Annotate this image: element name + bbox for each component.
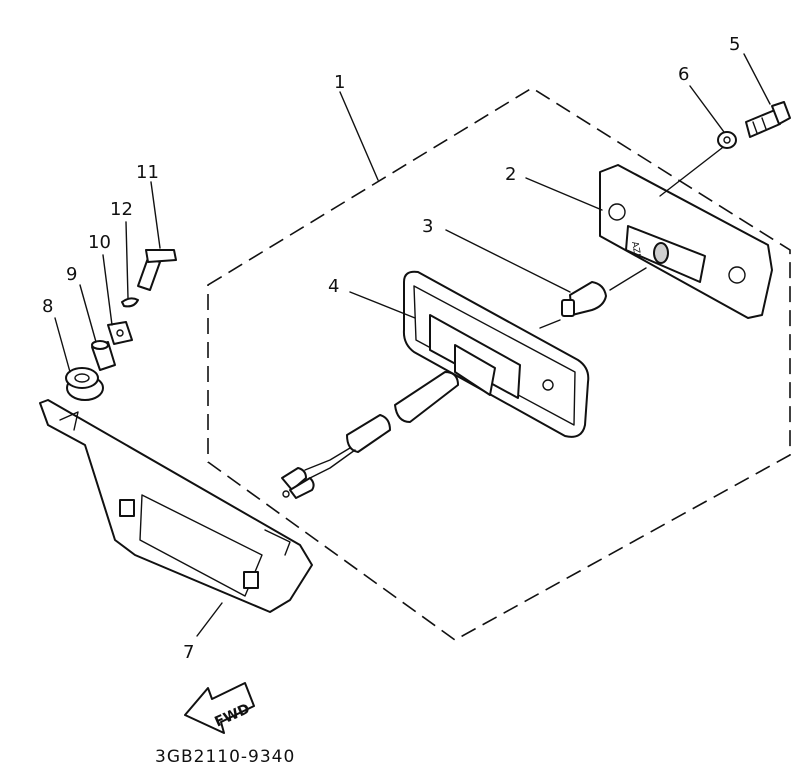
part-code: 3GB2110-9340 [155, 747, 295, 767]
part-6-washer [659, 131, 737, 197]
callout-11: 11 [136, 162, 159, 183]
part-2-housing: AZI [599, 164, 773, 319]
part-4-socket-gasket [281, 270, 590, 499]
callout-1: 1 [334, 72, 345, 93]
part-12-washer [121, 297, 139, 308]
callout-6: 6 [678, 64, 689, 85]
callout-5: 5 [729, 34, 740, 55]
leader-lines [54, 53, 771, 637]
part-9-collar [91, 340, 116, 371]
part-8-grommet [65, 367, 104, 401]
part-10-clip [107, 321, 133, 345]
part-11-screw [137, 249, 177, 291]
forward-arrow-icon: FWD [184, 682, 255, 734]
callout-8: 8 [42, 296, 53, 317]
assembly-boundary [207, 87, 791, 641]
callout-3: 3 [422, 216, 433, 237]
callout-10: 10 [88, 232, 111, 253]
callout-12: 12 [110, 199, 133, 220]
part-3-bulb [539, 267, 647, 329]
svg-text:AZI: AZI [629, 241, 641, 257]
callout-9: 9 [66, 264, 77, 285]
callout-4: 4 [328, 276, 339, 297]
callout-2: 2 [505, 164, 516, 185]
part-7-bracket [39, 399, 313, 613]
callout-7: 7 [183, 642, 194, 663]
part-5-bolt [745, 101, 791, 138]
